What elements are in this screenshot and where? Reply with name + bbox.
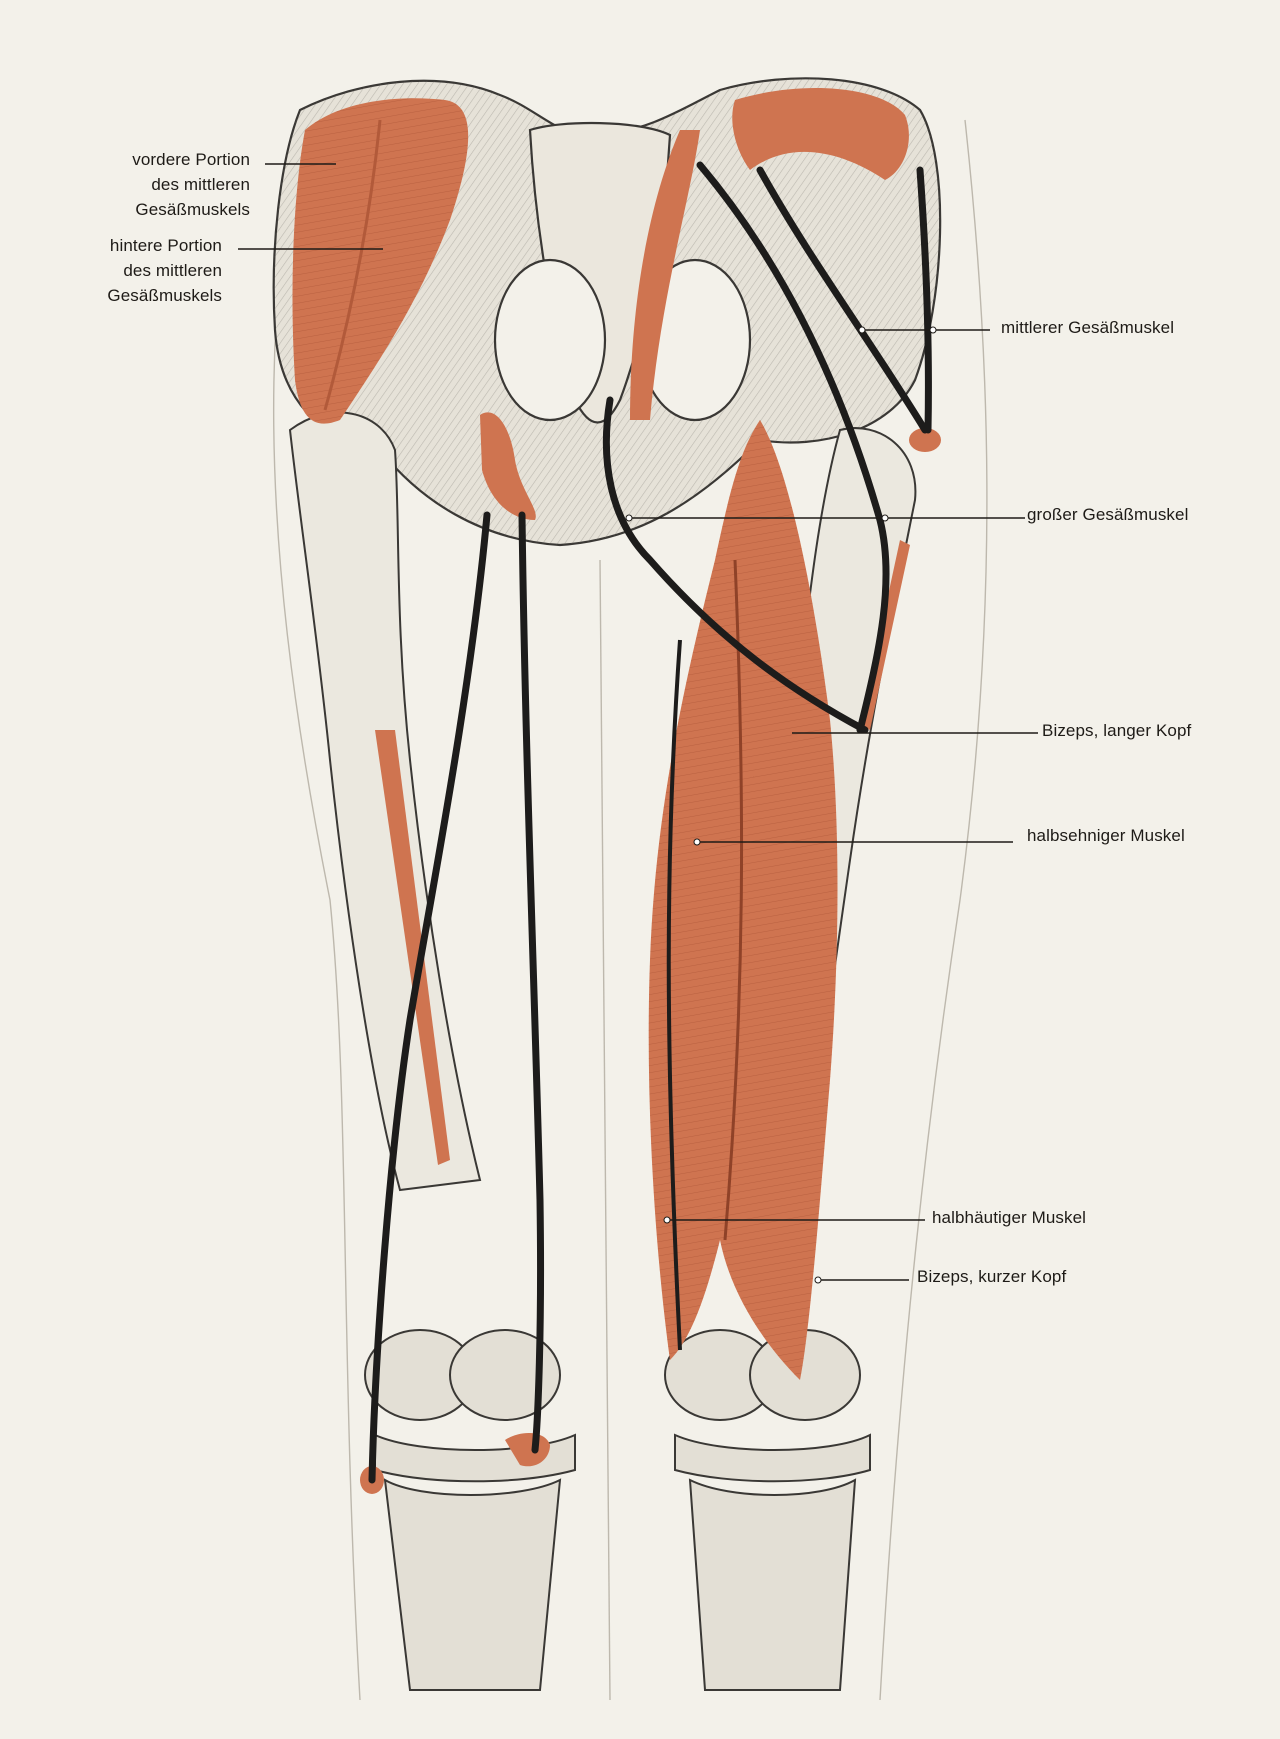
label-semimembranosus: halbhäutiger Muskel <box>932 1208 1087 1227</box>
knee-right <box>664 1329 871 1691</box>
label-gluteus-medius: mittlerer Gesäßmuskel <box>1001 318 1175 337</box>
label-biceps-short-head: Bizeps, kurzer Kopf <box>917 1267 1067 1286</box>
label-line: des mittleren <box>151 175 250 194</box>
gluteus-medius-right <box>630 88 909 420</box>
leader-lines <box>238 163 1038 1281</box>
knee-left <box>364 1329 576 1691</box>
label-semitendinosus: halbsehniger Muskel <box>1027 826 1185 845</box>
label-posterior-gluteus-medius: hintere Portion des mittleren Gesäßmuske… <box>107 233 222 308</box>
hamstring-mass-right <box>648 420 838 1380</box>
label-gluteus-maximus: großer Gesäßmuskel <box>1027 505 1189 524</box>
band-lines <box>368 161 932 1484</box>
ischial-origin-left <box>480 412 536 520</box>
label-line: Gesäßmuskels <box>107 286 222 305</box>
leader-dots <box>625 326 937 1284</box>
gluteus-medius-left <box>292 98 469 424</box>
label-line: des mittleren <box>123 261 222 280</box>
femur-left <box>288 411 482 1192</box>
label-biceps-long-head: Bizeps, langer Kopf <box>1042 721 1192 740</box>
label-line: vordere Portion <box>132 150 250 169</box>
label-line: hintere Portion <box>109 236 222 255</box>
label-line: Gesäßmuskels <box>135 200 250 219</box>
label-anterior-gluteus-medius: vordere Portion des mittleren Gesäßmuske… <box>132 147 250 222</box>
